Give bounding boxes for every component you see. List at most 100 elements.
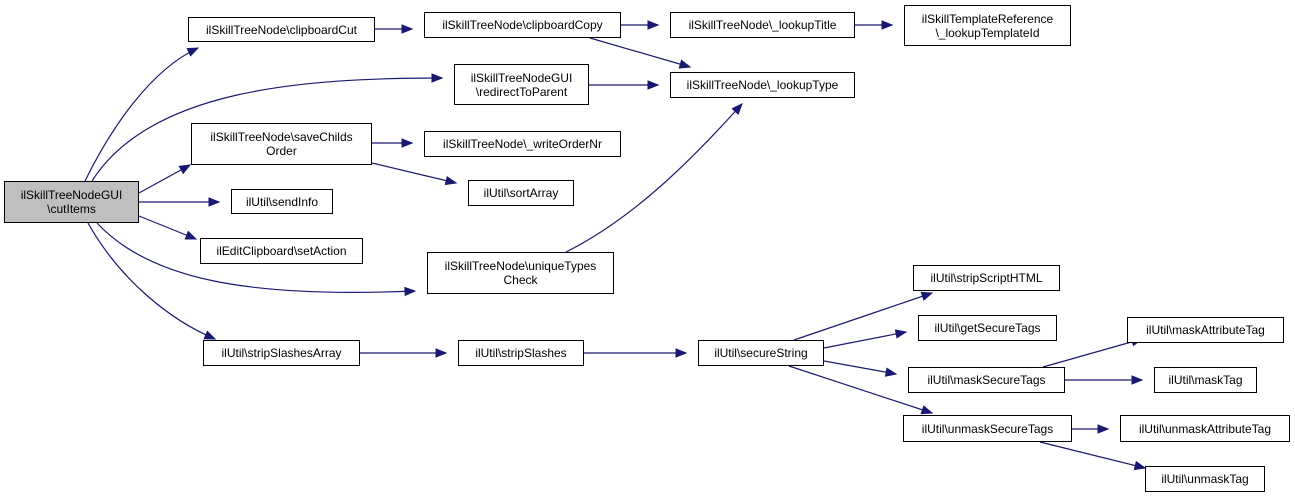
node-maskattributetag[interactable]: ilUtil\maskAttributeTag (1127, 317, 1284, 343)
edge-arrowhead (404, 286, 417, 297)
node-label: ilUtil\unmaskSecureTags (921, 421, 1054, 436)
edge-arrowhead (401, 24, 414, 34)
edge-arrowhead (731, 103, 743, 115)
node-lookuptype[interactable]: ilSkillTreeNode\_lookupType (670, 72, 855, 98)
edge-clipCut-clipCopy (375, 24, 414, 34)
edge-line (91, 77, 443, 182)
edge-arrowhead (435, 348, 448, 358)
edge-arrowhead (178, 164, 192, 175)
node-label: ilUtil\stripScriptHTML (930, 271, 1043, 285)
node-lookuptemplateid[interactable]: ilSkillTemplateReference \_lookupTemplat… (904, 5, 1071, 46)
edge-line (371, 162, 457, 184)
node-securestring[interactable]: ilUtil\secureString (698, 340, 824, 366)
edge-arrowhead (920, 291, 934, 301)
edge-stripSlashesArr-stripSlashes (360, 348, 448, 358)
node-label: ilUtil\stripSlashesArray (221, 346, 342, 360)
edge-line (84, 47, 199, 182)
edge-root-saveChilds (138, 164, 192, 194)
edge-arrowhead (920, 405, 934, 415)
edge-saveChilds-sortArray (371, 162, 458, 186)
edge-secureString-unmaskSecure (788, 365, 934, 415)
node-writeordernr[interactable]: ilSkillTreeNode\_writeOrderNr (424, 131, 621, 157)
node-stripslashesarray[interactable]: ilUtil\stripSlashesArray (203, 340, 360, 366)
edge-root-setAction (138, 215, 198, 240)
edge-arrowhead (1131, 375, 1144, 385)
node-savechildsorder[interactable]: ilSkillTreeNode\saveChilds Order (191, 123, 372, 165)
node-label: ilUtil\sendInfo (245, 194, 319, 209)
edge-lookupTitle-tplId (855, 20, 894, 30)
node-clipboardcopy[interactable]: ilSkillTreeNode\clipboardCopy (424, 12, 621, 38)
edge-clipCopy-lookupType (589, 37, 692, 69)
edge-root-uniqueTypes (96, 222, 417, 297)
edge-arrowhead (678, 59, 692, 69)
node-unmasktag[interactable]: ilUtil\unmaskTag (1145, 466, 1265, 492)
node-label: ilUtil\getSecureTags (934, 321, 1041, 335)
edge-unmaskSecure-unmaskTag (1039, 441, 1147, 471)
edge-line (823, 360, 897, 375)
node-label: ilSkillTreeNode\clipboardCopy (442, 18, 603, 32)
edge-root-clipCut (84, 47, 200, 182)
node-label: ilSkillTreeNodeGUI \redirectToParent (470, 70, 573, 99)
node-label: ilSkillTreeNode\_writeOrderNr (443, 137, 602, 151)
edge-arrowhead (1133, 460, 1147, 471)
node-label: ilSkillTreeNode\saveChilds Order (210, 130, 353, 158)
edge-secureString-maskSecure (823, 360, 898, 377)
node-redirecttoparent[interactable]: ilSkillTreeNodeGUI \redirectToParent (454, 64, 589, 105)
node-label: ilUtil\maskTag (1168, 373, 1243, 387)
node-stripscripthtml[interactable]: ilUtil\stripScriptHTML (913, 265, 1060, 291)
node-clipboardcut[interactable]: ilSkillTreeNode\clipboardCut (188, 17, 375, 42)
node-masksecuretags[interactable]: ilUtil\maskSecureTags (908, 367, 1065, 393)
edge-redirect-lookupType (589, 80, 660, 90)
node-label: ilSkillTreeNode\_lookupTitle (688, 18, 837, 32)
edge-arrowhead (881, 20, 894, 30)
node-sortarray[interactable]: ilUtil\sortArray (468, 180, 574, 206)
node-getsecuretags[interactable]: ilUtil\getSecureTags (918, 315, 1057, 341)
edge-line (96, 222, 416, 293)
edge-arrowhead (675, 348, 688, 358)
node-setaction[interactable]: ilEditClipboard\setAction (200, 238, 363, 264)
node-label: ilUtil\stripSlashes (475, 346, 567, 360)
edge-arrowhead (444, 175, 458, 186)
edge-root-stripSlashesArr (87, 222, 217, 340)
edge-arrowhead (647, 80, 660, 90)
node-label: ilUtil\maskSecureTags (927, 373, 1046, 387)
node-lookuptitle[interactable]: ilSkillTreeNode\_lookupTitle (670, 12, 855, 38)
edge-line (87, 222, 216, 340)
node-label: ilUtil\sortArray (483, 186, 559, 200)
edge-root-redirect (91, 73, 444, 182)
edge-arrowhead (208, 197, 221, 207)
node-label: ilEditClipboard\setAction (216, 244, 347, 258)
edge-arrowhead (401, 138, 414, 148)
edge-secureString-stripScript (793, 291, 934, 341)
node-label: ilUtil\unmaskTag (1161, 472, 1249, 486)
node-masktag[interactable]: ilUtil\maskTag (1154, 367, 1257, 393)
edge-saveChilds-writeOrder (372, 138, 414, 148)
edge-arrowhead (1097, 424, 1110, 434)
edge-clipCopy-lookupTitle (621, 20, 660, 30)
edge-root-sendInfo (139, 197, 221, 207)
node-label: ilSkillTreeNode\clipboardCut (206, 22, 357, 37)
edge-secureString-getSecure (823, 329, 908, 349)
node-label: ilSkillTreeNode\_lookupType (686, 78, 839, 92)
node-unmasksecuretags[interactable]: ilUtil\unmaskSecureTags (903, 415, 1072, 442)
node-root-cutitems: ilSkillTreeNodeGUI \cutItems (4, 181, 139, 223)
node-sendinfo[interactable]: ilUtil\sendInfo (231, 189, 333, 214)
edge-arrowhead (894, 329, 908, 339)
edge-arrowhead (431, 73, 444, 83)
node-label: ilSkillTreeNodeGUI \cutItems (20, 188, 123, 216)
node-uniquetypescheck[interactable]: ilSkillTreeNode\uniqueTypes Check (427, 252, 614, 294)
node-label: ilSkillTreeNode\uniqueTypes Check (444, 259, 597, 287)
edge-stripSlashes-secureString (584, 348, 688, 358)
edge-line (1042, 338, 1143, 368)
node-label: ilUtil\secureString (714, 346, 808, 360)
node-label: ilUtil\maskAttributeTag (1146, 323, 1265, 337)
node-label: ilUtil\unmaskAttributeTag (1138, 421, 1272, 436)
edge-line (1039, 441, 1146, 469)
node-stripslashes[interactable]: ilUtil\stripSlashes (458, 340, 584, 366)
node-label: ilSkillTemplateReference \_lookupTemplat… (921, 11, 1054, 40)
edge-line (793, 292, 933, 341)
edge-arrowhead (884, 367, 898, 377)
node-unmaskattributetag[interactable]: ilUtil\unmaskAttributeTag (1120, 415, 1290, 442)
